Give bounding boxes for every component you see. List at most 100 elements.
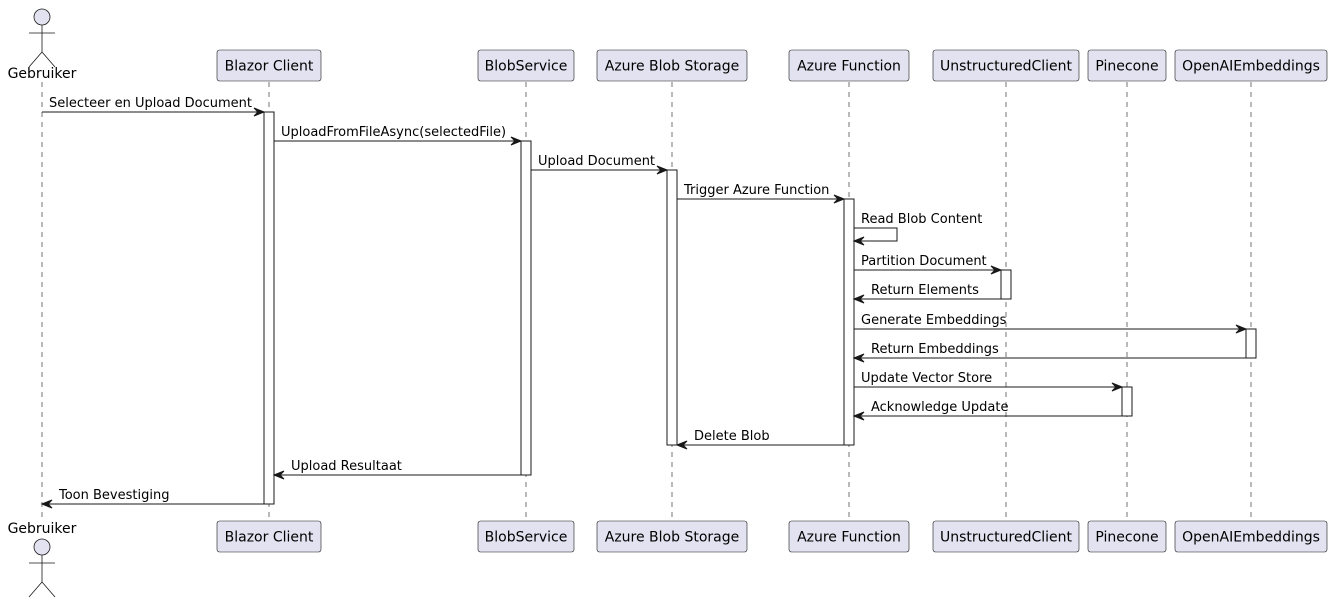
arrow-head-icon: [272, 470, 285, 480]
arrow-head-icon: [852, 236, 865, 246]
actor-figure-icon: [33, 8, 51, 26]
arrow-head-icon: [990, 265, 1003, 275]
activation-bar-function: [843, 198, 855, 446]
participant-storage-top: Azure Blob Storage: [596, 49, 748, 82]
participant-label: Azure Blob Storage: [605, 530, 739, 546]
message-9: Update Vector Store: [854, 371, 1124, 392]
actor-leg-right: [41, 581, 56, 598]
participant-label: UnstructuredClient: [940, 530, 1073, 546]
message-1: UploadFromFileAsync(selectedFile): [274, 125, 523, 146]
participant-pinecone-top: Pinecone: [1087, 49, 1167, 82]
actor-leg-right: [41, 51, 56, 68]
message-label: Toon Bevestiging: [58, 488, 169, 503]
activation-bar-unstructured: [1000, 269, 1012, 300]
arrow-head-icon: [253, 107, 266, 117]
message-label: Generate Embeddings: [861, 313, 1007, 328]
participant-label: Azure Function: [797, 59, 901, 75]
message-2: Upload Document: [531, 154, 669, 175]
self-message-line: [854, 227, 898, 242]
message-6: Return Elements: [852, 283, 1001, 304]
participant-box: [477, 49, 575, 82]
message-3: Trigger Azure Function: [677, 183, 846, 204]
actor-leg-left: [28, 51, 43, 68]
message-label: Return Elements: [871, 283, 979, 298]
participant-function-bottom: Azure Function: [788, 520, 910, 553]
participant-pinecone-bottom: Pinecone: [1087, 520, 1167, 553]
message-7: Generate Embeddings: [854, 313, 1248, 334]
participant-box: [932, 520, 1080, 553]
activation-bar-openai: [1245, 328, 1257, 359]
activation-bar-blobservice: [520, 140, 532, 476]
actor-label: Gebruiker: [8, 66, 77, 82]
message-8: Return Embeddings: [852, 342, 1246, 363]
arrow-head-icon: [510, 136, 523, 146]
message-label: Selecteer en Upload Document: [49, 96, 252, 111]
participant-box: [1174, 520, 1328, 553]
message-label: Upload Document: [538, 154, 655, 169]
actor-leg-left: [28, 581, 43, 598]
message-0: Selecteer en Upload Document: [42, 96, 266, 117]
participant-label: Azure Function: [797, 530, 901, 546]
message-label: Delete Blob: [694, 429, 770, 444]
actor-gebruiker-top: Gebruiker: [8, 8, 77, 82]
arrow-head-icon: [852, 294, 865, 304]
participant-label: Blazor Client: [225, 59, 314, 75]
message-12: Upload Resultaat: [272, 459, 521, 480]
participant-blazor-bottom: Blazor Client: [216, 520, 322, 553]
arrow-head-icon: [852, 411, 865, 421]
activation-bar-pinecone: [1121, 386, 1133, 417]
activation-bar-blazor: [263, 111, 275, 505]
actor-figure-icon: [33, 538, 51, 556]
participant-label: Azure Blob Storage: [605, 59, 739, 75]
actor-label: Gebruiker: [8, 521, 77, 537]
participant-box: [596, 49, 748, 82]
participant-box: [1087, 520, 1167, 553]
message-4: Read Blob Content: [852, 212, 982, 246]
participant-box: [216, 49, 322, 82]
participant-box: [788, 49, 910, 82]
message-label: Acknowledge Update: [871, 400, 1009, 415]
message-label: Upload Resultaat: [291, 459, 402, 474]
arrow-head-icon: [1235, 324, 1248, 334]
participant-box: [1174, 49, 1328, 82]
arrow-head-icon: [1111, 382, 1124, 392]
activation-bar-storage: [666, 169, 678, 446]
arrow-head-icon: [833, 194, 846, 204]
message-label: Trigger Azure Function: [683, 183, 829, 198]
participant-blobservice-bottom: BlobService: [477, 520, 575, 553]
actor-gebruiker-bottom: Gebruiker: [8, 521, 77, 598]
participant-storage-bottom: Azure Blob Storage: [596, 520, 748, 553]
participant-box: [932, 49, 1080, 82]
message-label: Read Blob Content: [861, 212, 982, 227]
participant-label: Blazor Client: [225, 530, 314, 546]
participant-box: [216, 520, 322, 553]
participant-label: UnstructuredClient: [940, 59, 1073, 75]
participant-box: [596, 520, 748, 553]
message-label: Return Embeddings: [871, 342, 999, 357]
participant-function-top: Azure Function: [788, 49, 910, 82]
message-label: UploadFromFileAsync(selectedFile): [281, 125, 506, 140]
participant-box: [788, 520, 910, 553]
participant-label: BlobService: [485, 530, 568, 546]
participant-label: OpenAIEmbeddings: [1182, 530, 1320, 546]
participant-label: Pinecone: [1095, 59, 1158, 75]
participant-openai-bottom: OpenAIEmbeddings: [1174, 520, 1328, 553]
participant-label: BlobService: [485, 59, 568, 75]
message-10: Acknowledge Update: [852, 400, 1122, 421]
message-11: Delete Blob: [675, 429, 844, 450]
arrow-head-icon: [675, 440, 688, 450]
participant-unstructured-bottom: UnstructuredClient: [932, 520, 1080, 553]
message-5: Partition Document: [854, 254, 1003, 275]
participant-openai-top: OpenAIEmbeddings: [1174, 49, 1328, 82]
message-label: Partition Document: [861, 254, 987, 269]
participant-box: [477, 520, 575, 553]
message-13: Toon Bevestiging: [40, 488, 264, 509]
participant-blazor-top: Blazor Client: [216, 49, 322, 82]
participant-box: [1087, 49, 1167, 82]
arrow-head-icon: [852, 353, 865, 363]
arrow-head-icon: [656, 165, 669, 175]
participant-blobservice-top: BlobService: [477, 49, 575, 82]
arrow-head-icon: [40, 499, 53, 509]
